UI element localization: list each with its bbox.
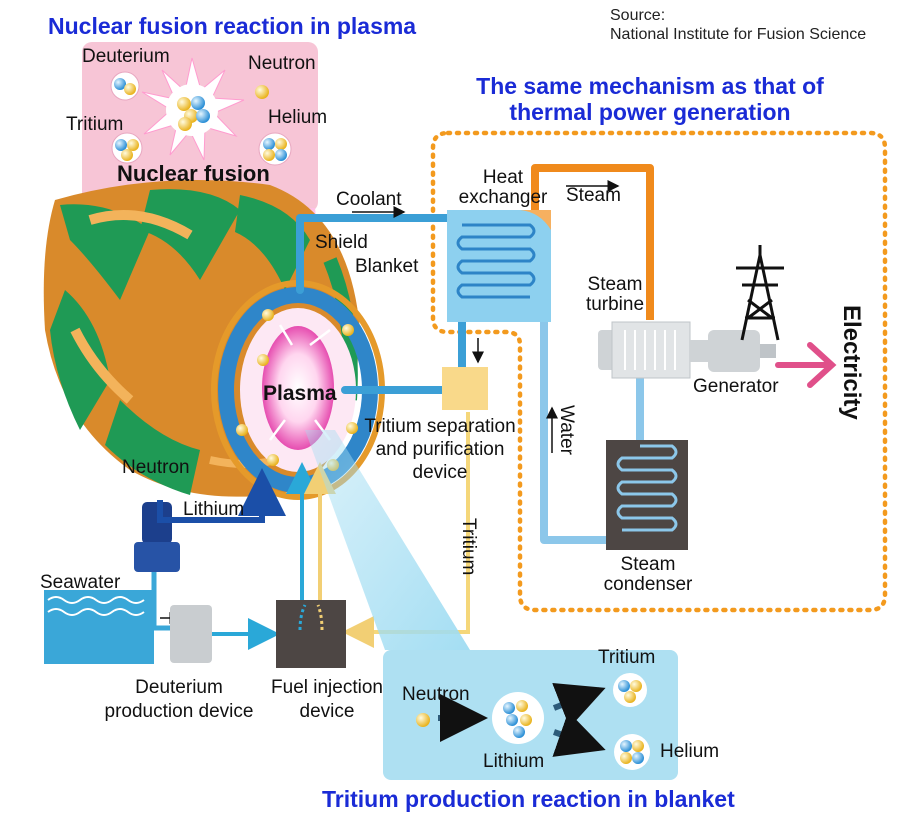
- power-pylon-icon: [736, 245, 784, 341]
- lithium-line: [157, 468, 286, 523]
- label-steam-condenser-1: Steam: [620, 554, 676, 575]
- label-blanket-neutron: Neutron: [402, 684, 470, 705]
- label-plasma: Plasma: [263, 382, 337, 405]
- condenser-coil: [616, 444, 678, 532]
- label-electricity: Electricity: [838, 305, 865, 420]
- heat-exchanger-coil: [456, 223, 536, 299]
- title-fusion-plasma: Nuclear fusion reaction in plasma: [48, 13, 417, 39]
- label-blanket-lithium: Lithium: [483, 751, 545, 772]
- helium-particle-icon: [258, 132, 292, 166]
- label-seawater: Seawater: [40, 572, 121, 593]
- label-tritium-sep-2: and purification: [375, 439, 505, 460]
- label-deuterium: Deuterium: [82, 46, 170, 67]
- blanket-lithium-particle-icon: [492, 692, 544, 744]
- heat-exchanger-box: [447, 210, 551, 322]
- neutron-particle-icon: [255, 85, 269, 99]
- title-tritium-production: Tritium production reaction in blanket: [322, 786, 735, 812]
- title-thermal-power: The same mechanism as that of thermal po…: [476, 73, 824, 126]
- label-steam-turbine-2: turbine: [585, 294, 645, 315]
- tritium-separation-box: [442, 367, 488, 410]
- fuel-injection-box: [276, 600, 346, 668]
- label-heat-exchanger-1: Heat: [482, 167, 524, 188]
- label-deuterium-device-2: production device: [104, 701, 254, 722]
- tritium-particle-icon: [111, 132, 143, 164]
- label-helium: Helium: [268, 107, 328, 128]
- steam-line: [531, 164, 654, 320]
- label-steam-condenser-2: condenser: [603, 574, 693, 595]
- label-coolant: Coolant: [336, 189, 402, 210]
- electricity-arrow-icon: [775, 342, 837, 388]
- label-blanket: Blanket: [355, 256, 419, 277]
- fusion-core-particles: [177, 96, 210, 131]
- label-shield: Shield: [315, 232, 368, 253]
- thermal-section-border: [430, 130, 888, 613]
- generator-icon: [708, 330, 776, 372]
- blanket-tritium-particle-icon: [613, 673, 647, 707]
- label-tritium-sep-1: Tritium separation: [364, 416, 516, 437]
- label-neutron: Neutron: [248, 53, 316, 74]
- plasma-core: [262, 326, 334, 450]
- deuterium-particle-icon: [110, 71, 140, 101]
- tritium-beam: [305, 430, 470, 650]
- label-generator: Generator: [693, 376, 779, 397]
- label-fuel-injection-2: device: [299, 701, 355, 722]
- label-tritium-sep-3: device: [412, 462, 468, 483]
- blanket-neutron-particle-icon: [416, 713, 430, 727]
- deuterium-device-box: [170, 605, 212, 663]
- source-label: Source:: [610, 7, 666, 24]
- source-name: National Institute for Fusion Science: [610, 26, 867, 43]
- label-tritium-flow: Tritium: [458, 518, 479, 576]
- steam-turbine-icon: [598, 321, 710, 379]
- blanket-helium-particle-icon: [614, 734, 650, 770]
- label-steam: Steam: [566, 185, 621, 206]
- label-steam-turbine-1: Steam: [587, 274, 643, 295]
- label-blanket-helium: Helium: [660, 741, 720, 762]
- label-water: Water: [556, 405, 577, 455]
- label-heat-exchanger-2: exchanger: [458, 187, 548, 208]
- label-lithium: Lithium: [183, 499, 245, 520]
- reactor-torus: [43, 180, 385, 500]
- label-nuclear-fusion: Nuclear fusion: [117, 161, 270, 186]
- label-deuterium-device-1: Deuterium: [135, 677, 223, 698]
- label-neutron-reactor: Neutron: [122, 457, 190, 478]
- label-blanket-tritium: Tritium: [598, 647, 656, 668]
- label-tritium: Tritium: [66, 114, 124, 135]
- label-fuel-injection-1: Fuel injection: [271, 677, 383, 698]
